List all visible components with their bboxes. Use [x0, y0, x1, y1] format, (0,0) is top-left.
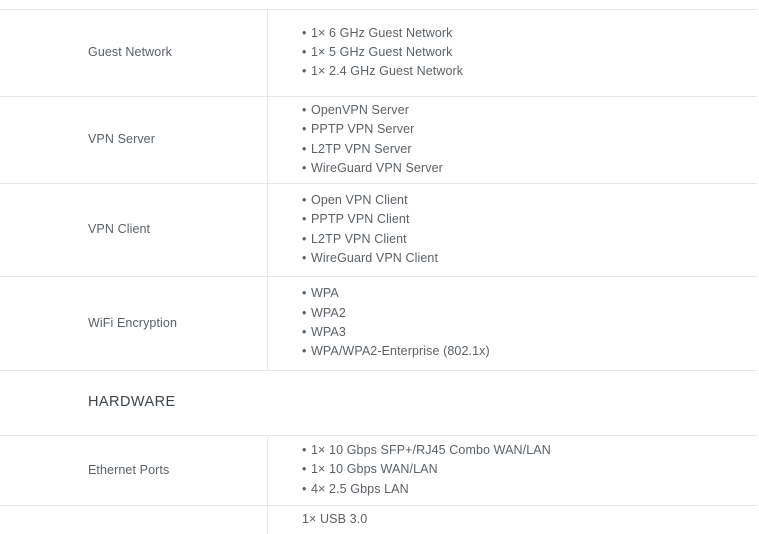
spec-label-cell: VPN Client — [0, 183, 268, 276]
spec-value-item: PPTP VPN Server — [302, 120, 759, 140]
spec-value-list: OpenVPN ServerPPTP VPN ServerL2TP VPN Se… — [302, 101, 759, 178]
spec-label: VPN Client — [88, 222, 151, 237]
spec-label: VPN Server — [88, 132, 155, 147]
table-row: Ethernet Ports 1× 10 Gbps SFP+/RJ45 Combo… — [0, 435, 759, 505]
spec-value-item: L2TP VPN Server — [302, 140, 759, 160]
section-heading-row: HARDWARE — [0, 370, 759, 435]
spec-value-item: WPA3 — [302, 323, 759, 343]
spec-value-list: 1× 6 GHz Guest Network1× 5 GHz Guest Net… — [302, 24, 759, 82]
spec-value-item: OpenVPN Server — [302, 101, 759, 121]
spec-value-cell: OpenVPN ServerPPTP VPN ServerL2TP VPN Se… — [268, 96, 759, 183]
spec-label-cell: Guest Network — [0, 9, 268, 96]
table-row: Guest Network 1× 6 GHz Guest Network1× 5 … — [0, 9, 759, 96]
spec-label-cell — [0, 505, 268, 534]
spec-value-item: WPA/WPA2-Enterprise (802.1x) — [302, 342, 759, 362]
section-heading-hardware: HARDWARE — [88, 394, 176, 411]
table-row: 1× USB 3.0 — [0, 505, 759, 534]
spec-label-cell: Ethernet Ports — [0, 435, 268, 505]
spec-value-cell: 1× 6 GHz Guest Network1× 5 GHz Guest Net… — [268, 9, 759, 96]
spec-value-item: 1× 2.4 GHz Guest Network — [302, 62, 759, 82]
spec-value-item: 1× 10 Gbps SFP+/RJ45 Combo WAN/LAN — [302, 441, 759, 461]
spec-value-item: L2TP VPN Client — [302, 230, 759, 250]
spec-label-cell: VPN Server — [0, 96, 268, 183]
section-heading-spacer — [268, 370, 759, 435]
spec-value-cell: Open VPN ClientPPTP VPN ClientL2TP VPN C… — [268, 183, 759, 276]
spec-value-cell: WPAWPA2WPA3WPA/WPA2-Enterprise (802.1x) — [268, 276, 759, 370]
spec-label: WiFi Encryption — [88, 315, 178, 330]
spec-value-cell: 1× USB 3.0 — [268, 505, 759, 534]
spec-value-item: 1× 5 GHz Guest Network — [302, 43, 759, 63]
spec-value-item: 1× 6 GHz Guest Network — [302, 24, 759, 44]
section-heading-cell: HARDWARE — [0, 370, 268, 435]
specification-table: Guest Network 1× 6 GHz Guest Network1× 5 … — [0, 9, 759, 534]
spec-value-item: PPTP VPN Client — [302, 210, 759, 230]
spec-label: Guest Network — [88, 45, 172, 60]
spec-value-item: WPA — [302, 284, 759, 304]
spec-label-cell: WiFi Encryption — [0, 276, 268, 370]
spec-value-item: Open VPN Client — [302, 191, 759, 211]
spec-value-list: Open VPN ClientPPTP VPN ClientL2TP VPN C… — [302, 191, 759, 268]
spec-value-text: 1× USB 3.0 — [302, 511, 368, 526]
spec-value-item: WireGuard VPN Server — [302, 159, 759, 179]
spec-label: Ethernet Ports — [88, 462, 170, 477]
table-row: VPN Server OpenVPN ServerPPTP VPN ServerL… — [0, 96, 759, 183]
spec-value-item: WPA2 — [302, 304, 759, 324]
table-row: WiFi Encryption WPAWPA2WPA3WPA/WPA2-Enter… — [0, 276, 759, 370]
table-top-spacer — [0, 0, 759, 9]
spec-value-item: WireGuard VPN Client — [302, 249, 759, 269]
table-row: VPN Client Open VPN ClientPPTP VPN Client… — [0, 183, 759, 276]
spec-value-list: WPAWPA2WPA3WPA/WPA2-Enterprise (802.1x) — [302, 284, 759, 361]
spec-value-item: 1× 10 Gbps WAN/LAN — [302, 460, 759, 480]
spec-value-item: 4× 2.5 Gbps LAN — [302, 480, 759, 500]
